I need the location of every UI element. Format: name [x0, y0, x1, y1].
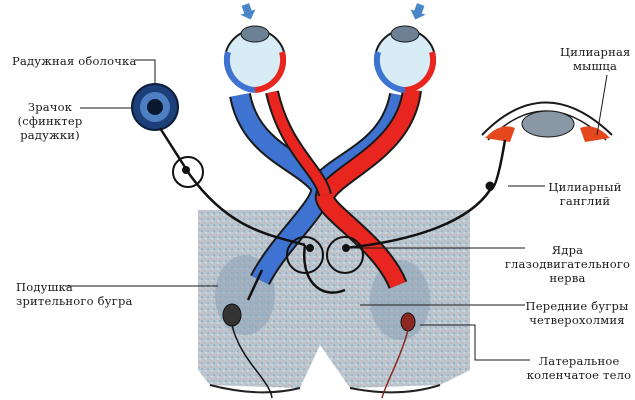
label-pupil-line3: радужки) [20, 128, 80, 142]
light-arrow-right [410, 3, 426, 20]
label-superior-colliculi: Передние бугры четверохолмия [522, 299, 632, 327]
label-pupil-line2: (сфинктер [17, 114, 83, 128]
label-ciliary-muscle-line1: Цилиарная [560, 45, 631, 59]
lens-illustration [481, 101, 613, 142]
label-oculomotor-nuclei: Ядра глазодвигательного нерва [500, 243, 635, 285]
lgn-left [222, 303, 242, 327]
light-arrow-left [240, 3, 256, 20]
label-oculomotor-nuclei-line2: глазодвигательного [504, 257, 631, 271]
label-ciliary-muscle: Цилиарная мышца [560, 45, 630, 73]
left-eye [223, 25, 287, 93]
label-superior-colliculi-line2: четверохолмия [529, 313, 625, 327]
right-eye [373, 25, 437, 93]
nerve-fibers [158, 127, 507, 301]
label-oculomotor-nuclei-line1: Ядра [551, 243, 584, 257]
label-lgn-line1: Латеральное [538, 354, 620, 368]
label-lateral-geniculate-body: Латеральное коленчатое тело [525, 354, 633, 382]
iris-illustration [131, 83, 179, 131]
label-pupil-line1: Зрачок [27, 100, 73, 114]
label-pupil: Зрачок (сфинктер радужки) [15, 100, 85, 142]
lgn-right [400, 312, 416, 332]
brainstem [198, 210, 470, 394]
label-ciliary-ganglion-line2: ганглий [559, 194, 611, 208]
label-pulvinar: Подушка зрительного бугра [16, 280, 133, 308]
label-iris: Радужная оболочка [12, 54, 137, 68]
label-pulvinar-line2: зрительного бугра [16, 294, 133, 308]
label-oculomotor-nuclei-line3: нерва [549, 271, 586, 285]
nucleus-left [286, 236, 324, 274]
ciliary-ganglion-node [485, 181, 495, 191]
label-lgn-line2: коленчатое тело [526, 368, 632, 382]
ganglion-circle [172, 156, 204, 188]
leader-lines [65, 59, 608, 361]
label-ciliary-muscle-line2: мышца [572, 59, 618, 73]
label-pulvinar-line1: Подушка [16, 280, 73, 294]
label-ciliary-ganglion-line1: Цилиарный [548, 180, 622, 194]
label-superior-colliculi-line1: Передние бугры [525, 299, 629, 313]
label-ciliary-ganglion: Цилиарный ганглий [545, 180, 625, 208]
nucleus-right [326, 236, 364, 274]
